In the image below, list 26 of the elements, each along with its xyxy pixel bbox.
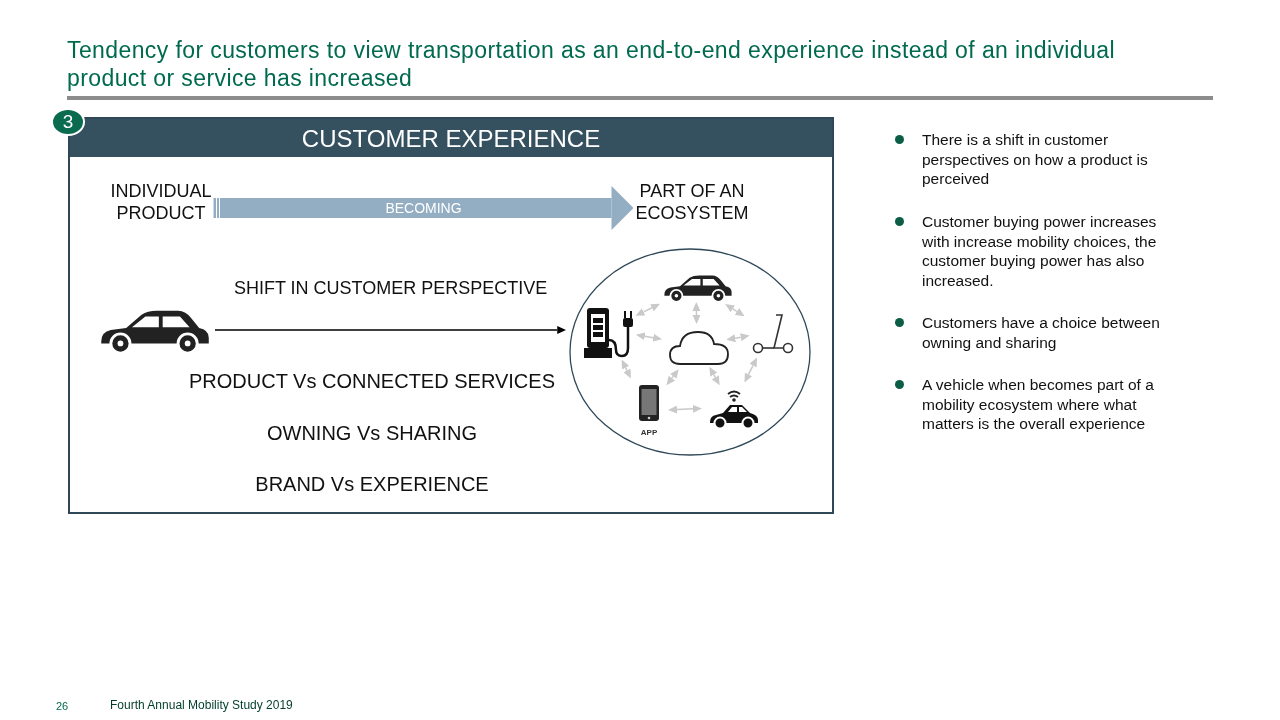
stage-label: INDIVIDUAL PRODUCT: [94, 180, 228, 230]
double-arrow: [666, 369, 679, 386]
page-number: 26: [56, 699, 70, 714]
footer-text: Fourth Annual Mobility Study 2019: [110, 697, 294, 714]
bullet-text: A vehicle when becomes part of a mobility ecosystem where what matters is the overall experience: [922, 375, 1155, 434]
app-label: APP: [639, 428, 659, 437]
bullet-text: Customer buying power increases with increase mobility choices, the customer buying power has also increased.: [922, 212, 1158, 290]
double-arrow: [668, 404, 702, 414]
bullet-text: Customers have a choice between owning and sharing: [922, 313, 1161, 352]
double-arrow: [725, 304, 745, 317]
stage-label: PART OF AN ECOSYSTEM: [614, 180, 770, 230]
comparison-text: OWNING Vs SHARING: [267, 422, 477, 445]
comparison-text: PRODUCT Vs CONNECTED SERVICES: [189, 370, 555, 393]
arrow-label: BECOMING: [385, 200, 462, 216]
double-arrow: [621, 359, 631, 379]
double-arrow: [635, 303, 661, 316]
arrow: [214, 326, 567, 334]
double-arrow: [709, 366, 720, 386]
double-arrow: [635, 332, 663, 342]
block-arrow: [213, 186, 634, 230]
bullet-text: There is a shift in customer perspectives on how a product is perceived: [922, 130, 1149, 189]
comparison-text: BRAND Vs EXPERIENCE: [255, 473, 489, 496]
double-arrow: [744, 357, 758, 383]
double-arrow: [726, 333, 750, 343]
double-arrow: [692, 302, 701, 324]
slide-title: Tendency for customers to view transportation as an end-to-end experience instead of an individual product or service has increased: [67, 36, 1116, 92]
